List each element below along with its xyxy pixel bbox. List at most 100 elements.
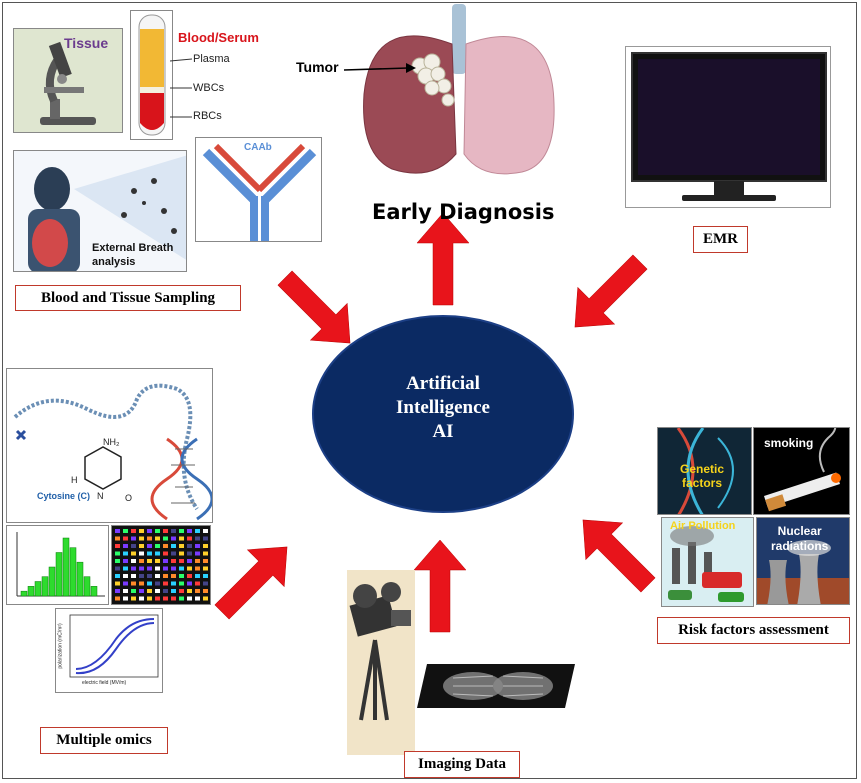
heatmap-cell — [139, 551, 144, 556]
heatmap-cell — [147, 581, 152, 586]
heatmap-cell — [139, 589, 144, 593]
imaging-data-label: Imaging Data — [404, 751, 520, 778]
heatmap-cell — [171, 536, 176, 541]
heatmap-cell — [123, 566, 128, 571]
heatmap-cell — [187, 544, 192, 548]
heatmap-cell — [195, 596, 200, 601]
heatmap-cell — [123, 581, 128, 586]
wbcs-label: WBCs — [193, 82, 225, 94]
heatmap-cell — [147, 566, 152, 571]
ai-line-2: Intelligence — [396, 397, 490, 418]
heatmap-cell — [131, 589, 136, 593]
arrow-from-omics — [203, 528, 306, 631]
smoking-panel: smoking — [753, 427, 850, 515]
histogram-bar — [48, 566, 56, 597]
tissue-panel: Tissue — [13, 28, 123, 133]
genetic-line-2: factors — [682, 476, 723, 490]
genetic-line-1: Genetic — [680, 462, 725, 476]
histogram-bar — [41, 576, 49, 597]
factory-icon — [668, 526, 744, 602]
heatmap-cell — [163, 551, 168, 556]
heatmap-cell — [187, 551, 192, 556]
heatmap-cell — [131, 596, 136, 601]
heatmap-cell — [131, 581, 136, 586]
heatmap-cell — [131, 574, 136, 578]
breath-panel: External Breath analysis — [13, 150, 187, 272]
emr-label: EMR — [693, 226, 748, 253]
heatmap-cell — [123, 589, 128, 593]
histogram-bar — [69, 547, 77, 597]
heatmap-cell — [155, 574, 160, 578]
heatmap-cell — [187, 536, 192, 541]
heatmap-cell — [123, 536, 128, 541]
heatmap-cell — [179, 529, 184, 533]
cooling-tower-icon — [757, 540, 849, 604]
heatmap-cell — [195, 574, 200, 578]
hysteresis-plot — [69, 614, 159, 678]
heatmap-cell — [139, 566, 144, 571]
dna-illustration — [13, 383, 212, 521]
tumor-label: Tumor — [296, 59, 339, 75]
heatmap-cell — [179, 581, 184, 586]
heatmap-cell — [123, 551, 128, 556]
cigarette-icon — [764, 428, 841, 512]
heatmap-cell — [171, 574, 176, 578]
heatmap-cell — [195, 559, 200, 563]
genetic-factors-panel: Genetic factors — [657, 427, 752, 515]
smoking-label: smoking — [764, 436, 814, 450]
heatmap-cell — [155, 589, 160, 593]
heatmap-cell — [171, 544, 176, 548]
early-diagnosis-label: Early Diagnosis — [372, 200, 555, 224]
blood-serum-label: Blood/Serum — [178, 30, 259, 45]
heatmap-cell — [155, 551, 160, 556]
heatmap-cell — [131, 536, 136, 541]
heatmap-panel — [111, 525, 211, 605]
heatmap-cell — [203, 551, 208, 556]
heatmap-cell — [115, 529, 120, 533]
breath-line-2: analysis — [92, 256, 136, 268]
heatmap-cell — [163, 574, 168, 578]
chest-xray-image — [417, 664, 575, 708]
heatmap-cell — [179, 589, 184, 593]
heatmap-cell — [147, 529, 152, 533]
lungs-illustration — [363, 4, 555, 175]
arrow-from-imaging — [413, 539, 467, 633]
histogram-bar — [34, 581, 42, 597]
blood-tube-panel — [130, 10, 173, 140]
heatmap-cell — [155, 544, 160, 548]
heatmap-cell — [203, 559, 208, 563]
histogram-bar — [27, 586, 35, 597]
air-pollution-panel: Air Pollution — [661, 517, 754, 607]
heatmap-cell — [171, 529, 176, 533]
breath-illustration — [28, 155, 186, 271]
heatmap-cell — [195, 589, 200, 593]
histogram-bar — [62, 537, 70, 597]
nuclear-line-2: radiations — [771, 539, 829, 553]
heatmap-cell — [195, 566, 200, 571]
heatmap-cell — [187, 566, 192, 571]
heatmap-cell — [139, 596, 144, 601]
heatmap-cell — [123, 596, 128, 601]
h-label: H — [71, 475, 78, 485]
heatmap-cell — [163, 566, 168, 571]
heatmap-cell — [131, 566, 136, 571]
antibody-icon — [202, 143, 317, 241]
heatmap-cell — [187, 589, 192, 593]
heatmap-cell — [139, 544, 144, 548]
heatmap-cell — [147, 589, 152, 593]
heatmap-cell — [171, 551, 176, 556]
histogram-panel — [6, 525, 109, 605]
heatmap-cell — [139, 536, 144, 541]
heatmap-cell — [163, 559, 168, 563]
heatmap-cell — [179, 574, 184, 578]
heatmap-cell — [203, 596, 208, 601]
heatmap-cell — [155, 529, 160, 533]
heatmap-cell — [123, 574, 128, 578]
heatmap-cell — [203, 566, 208, 571]
heatmap-cell — [171, 559, 176, 563]
ai-ellipse — [312, 315, 574, 513]
tumor-pointer — [343, 63, 416, 73]
dna-panel: NH₂ H N O Cytosine (C) — [6, 368, 213, 523]
heatmap-cell — [171, 581, 176, 586]
